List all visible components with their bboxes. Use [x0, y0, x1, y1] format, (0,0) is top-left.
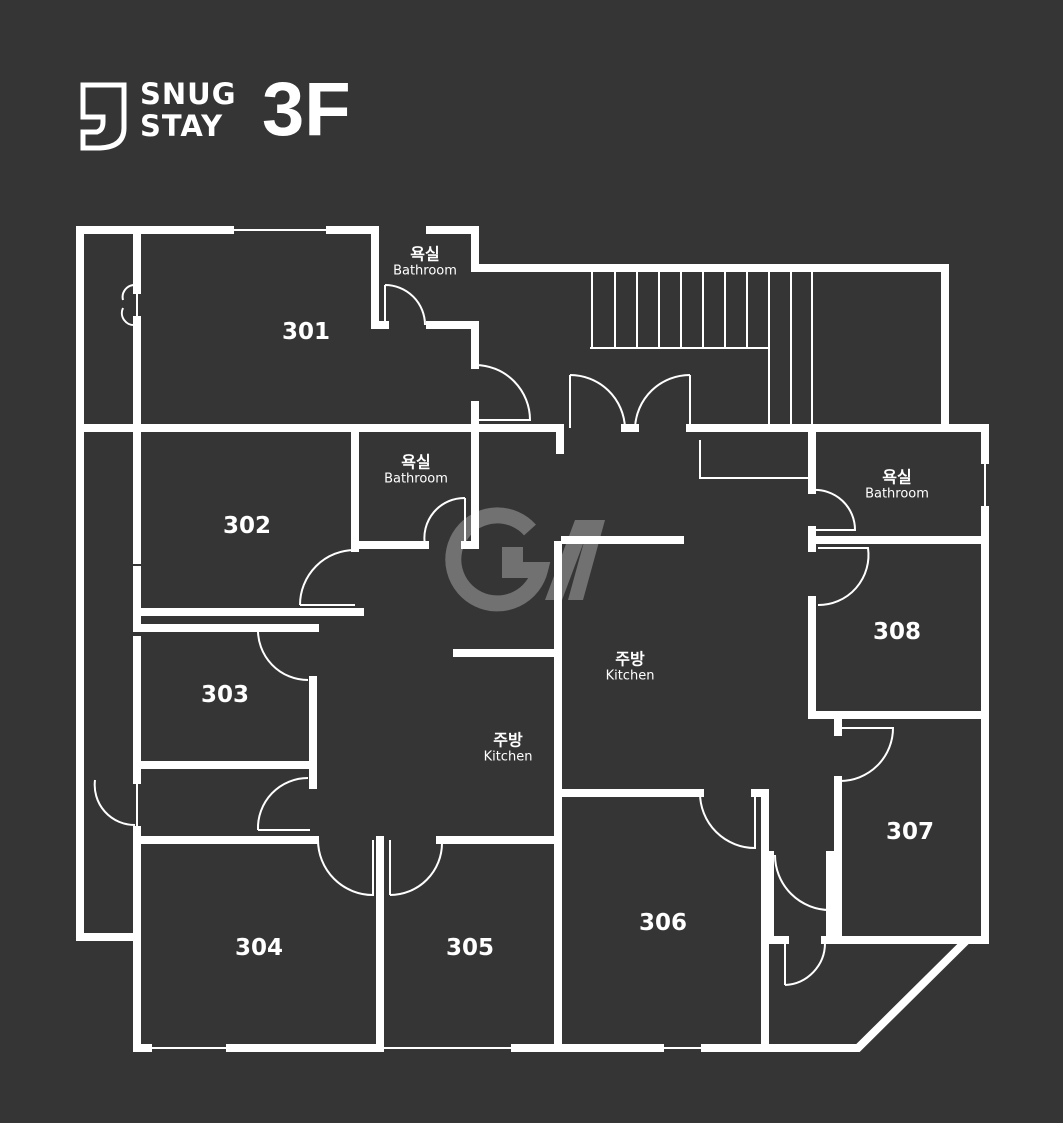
room-302: 302	[222, 513, 272, 539]
kitchen-label-west: 주방 Kitchen	[483, 730, 533, 765]
bathroom-ko: 욕실	[882, 467, 912, 487]
brand-line-1: SNUG	[140, 77, 237, 111]
room-305: 305	[445, 935, 495, 961]
floor-label: 3F	[262, 67, 351, 152]
kitchen-ko: 주방	[493, 730, 523, 750]
stairs	[590, 268, 813, 479]
brand-name: SNUG STAY	[140, 78, 237, 142]
bathroom-en: Bathroom	[384, 471, 448, 487]
bathroom-ko: 욕실	[401, 452, 431, 472]
kitchen-ko: 주방	[615, 649, 645, 669]
room-304: 304	[234, 935, 284, 961]
bathroom-308-label: 욕실 Bathroom	[865, 467, 929, 502]
room-306: 306	[638, 910, 688, 936]
walls	[76, 226, 989, 1052]
room-301: 301	[281, 319, 331, 345]
bathroom-en: Bathroom	[865, 486, 929, 502]
room-303: 303	[200, 682, 250, 708]
room-308: 308	[872, 619, 922, 645]
bathroom-301-label: 욕실 Bathroom	[393, 244, 457, 279]
bathroom-en: Bathroom	[393, 263, 457, 279]
room-307: 307	[885, 819, 935, 845]
kitchen-en: Kitchen	[483, 749, 533, 765]
kitchen-en: Kitchen	[605, 668, 655, 684]
brand-line-2: STAY	[140, 109, 224, 143]
bathroom-302-label: 욕실 Bathroom	[384, 452, 448, 487]
snug-stay-logo-icon	[80, 82, 127, 151]
door-arcs	[93, 283, 895, 986]
bathroom-ko: 욕실	[410, 244, 440, 264]
windows	[136, 229, 986, 1049]
kitchen-label-main: 주방 Kitchen	[605, 649, 655, 684]
